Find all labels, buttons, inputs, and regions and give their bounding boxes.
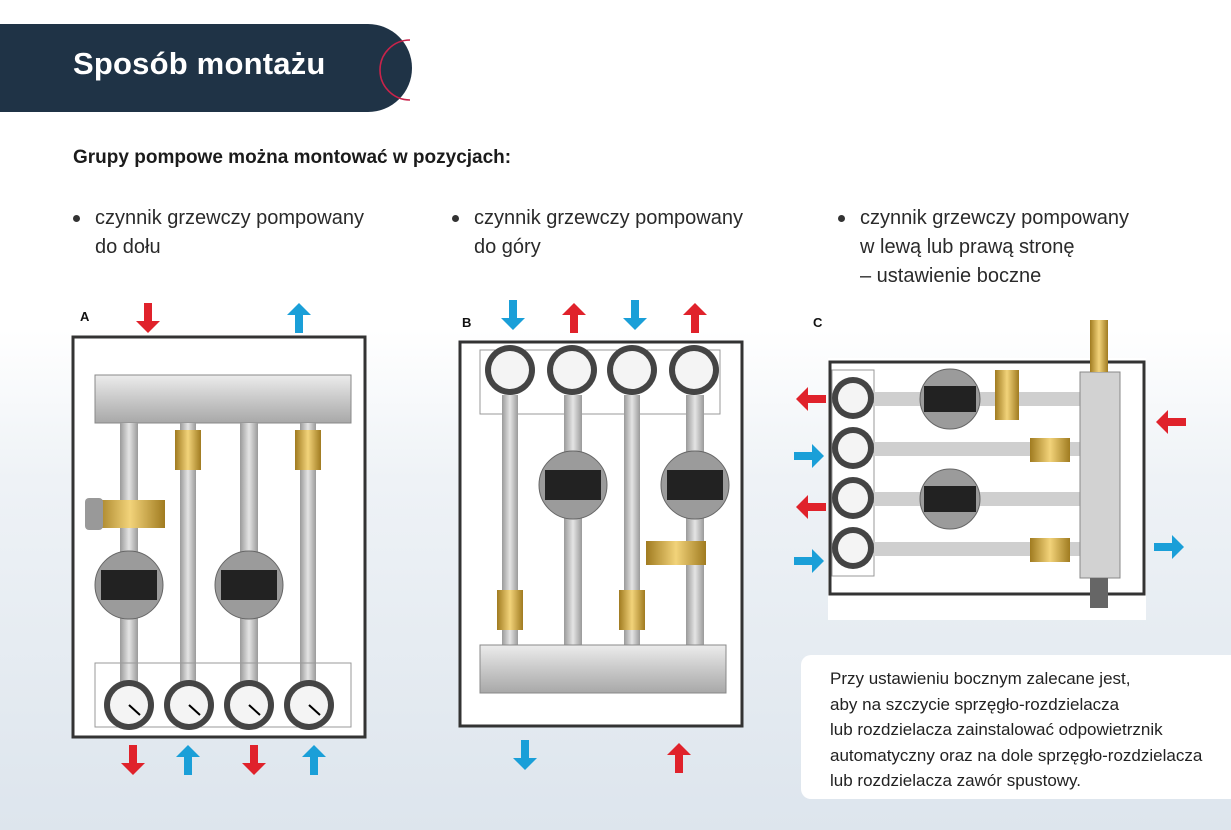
- distributor-top: [94, 374, 352, 424]
- pump-icon: [919, 368, 981, 430]
- bullet-line: do góry: [474, 236, 541, 258]
- mixing-valve: [995, 370, 1019, 420]
- cold-arrow-down-icon: [501, 300, 525, 330]
- hot-arrow-left-icon: [1156, 410, 1186, 434]
- bullet-line: do dołu: [95, 236, 161, 258]
- thermometer-gauge: [104, 680, 334, 730]
- hot-arrow-up-icon: [562, 303, 586, 333]
- brass-fitting: [175, 430, 201, 470]
- cold-arrow-right-icon: [1154, 535, 1184, 559]
- hot-arrow-down-icon: [136, 303, 160, 333]
- bullet-line: czynnik grzewczy pompowany: [95, 207, 364, 229]
- cold-arrow-right-icon: [794, 549, 824, 573]
- bullet-up: czynnik grzewczy pompowany do góry: [452, 204, 743, 262]
- brass-fitting: [497, 590, 523, 630]
- note-text: Przy ustawieniu bocznym zalecane jest, a…: [830, 666, 1202, 794]
- page-title: Sposób montażu: [73, 46, 326, 81]
- distributor-bottom: [479, 644, 727, 694]
- pump-icon: [919, 468, 981, 530]
- bullet-down: czynnik grzewczy pompowany do dołu: [73, 204, 364, 262]
- diagram-b-label: B: [462, 315, 472, 330]
- bullet-side: czynnik grzewczy pompowany w lewą lub pr…: [838, 204, 1129, 291]
- hot-arrow-left-icon: [796, 495, 826, 519]
- thermometer-gauge: [485, 345, 719, 395]
- brass-fitting: [295, 430, 321, 470]
- brass-fitting: [1030, 438, 1070, 462]
- cold-arrow-up-icon: [287, 303, 311, 333]
- brass-fitting: [1030, 538, 1070, 562]
- bullet-dot-icon: [452, 215, 459, 222]
- hot-arrow-up-icon: [683, 303, 707, 333]
- mixing-valve: [95, 500, 165, 528]
- bullet-dot-icon: [838, 215, 845, 222]
- header-decoration: [379, 39, 1231, 101]
- bullet-dot-icon: [73, 215, 80, 222]
- diagram-c: [794, 320, 1186, 620]
- pump-icon: [538, 450, 608, 520]
- hot-arrow-down-icon: [121, 745, 145, 775]
- note-box: [801, 655, 1231, 799]
- bullet-line: czynnik grzewczy pompowany: [474, 207, 743, 229]
- cold-arrow-down-icon: [513, 740, 537, 770]
- bullet-line: czynnik grzewczy pompowany: [860, 207, 1129, 229]
- brass-fitting: [619, 590, 645, 630]
- diagram-a: [71, 303, 367, 775]
- pump-icon: [94, 550, 164, 620]
- note-line: lub rozdzielacza zawór spustowy.: [830, 771, 1082, 790]
- diagram-c-label: C: [813, 315, 823, 330]
- pump-icon: [660, 450, 730, 520]
- hot-arrow-up-icon: [667, 743, 691, 773]
- distributor-vertical: [1079, 371, 1121, 579]
- note-line: Przy ustawieniu bocznym zalecane jest,: [830, 669, 1131, 688]
- note-line: automatyczny oraz na dole sprzęgło-rozdz…: [830, 745, 1203, 765]
- hot-arrow-down-icon: [242, 745, 266, 775]
- cold-arrow-up-icon: [302, 745, 326, 775]
- note-line: lub rozdzielacza zainstalować odpowietrz…: [830, 720, 1163, 739]
- pump-icon: [214, 550, 284, 620]
- thermometer-gauge: [832, 377, 874, 569]
- air-vent: [1090, 320, 1108, 372]
- valve-knob: [85, 498, 103, 530]
- cold-arrow-up-icon: [176, 745, 200, 775]
- section-subtitle: Grupy pompowe można montować w pozycjach…: [73, 147, 512, 168]
- hot-arrow-left-icon: [796, 387, 826, 411]
- diagram-b: [458, 300, 744, 773]
- cold-arrow-down-icon: [623, 300, 647, 330]
- cold-arrow-right-icon: [794, 444, 824, 468]
- drain-valve: [1090, 578, 1108, 608]
- diagram-a-label: A: [80, 309, 90, 324]
- bullet-line: – ustawienie boczne: [860, 265, 1042, 287]
- header-banner: [0, 24, 412, 112]
- note-line: aby na szczycie sprzęgło-rozdzielacza: [830, 694, 1120, 714]
- mixing-valve: [646, 541, 706, 565]
- bullet-line: w lewą lub prawą stronę: [860, 236, 1075, 258]
